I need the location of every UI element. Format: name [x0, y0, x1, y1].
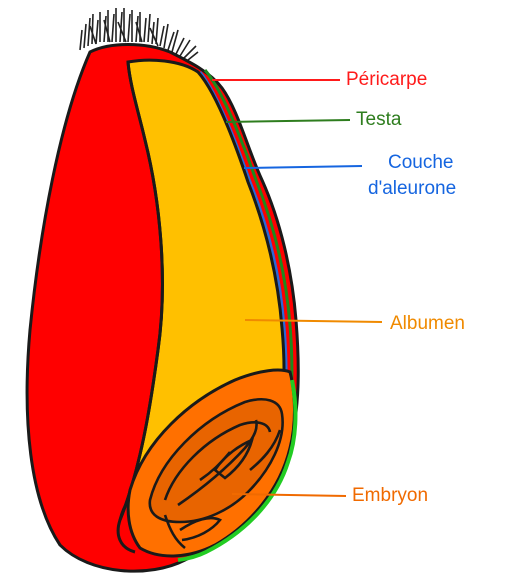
leader-testa: [226, 120, 350, 122]
label-aleurone-line1: Couche: [388, 152, 454, 173]
label-aleurone-line2: d'aleurone: [368, 178, 456, 199]
label-albumen: Albumen: [390, 313, 465, 334]
leader-aleurone: [244, 166, 362, 168]
label-pericarpe: Péricarpe: [346, 69, 427, 90]
label-embryon: Embryon: [352, 485, 428, 506]
label-testa: Testa: [356, 109, 402, 130]
